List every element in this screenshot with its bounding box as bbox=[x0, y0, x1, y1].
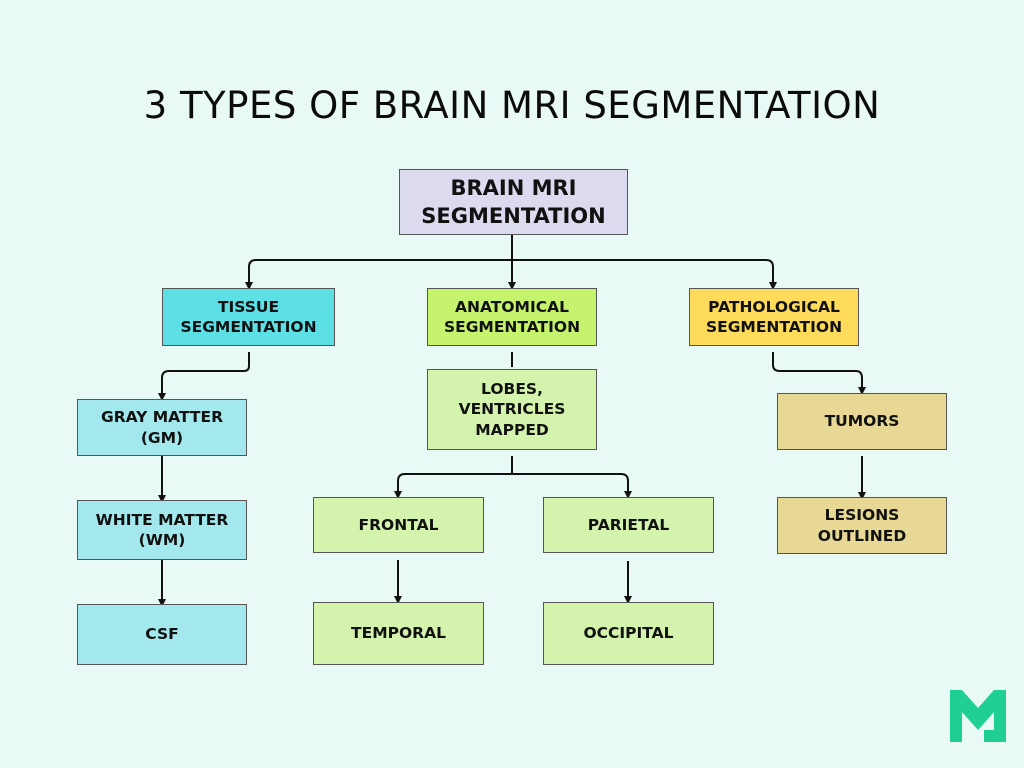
node-label: GRAY MATTER (GM) bbox=[100, 408, 224, 447]
node-label: LESIONS OUTLINED bbox=[817, 506, 907, 545]
node-label: CSF bbox=[145, 625, 179, 644]
node-label: TISSUE SEGMENTATION bbox=[180, 297, 317, 336]
node-anatomical-segmentation: ANATOMICAL SEGMENTATION bbox=[427, 288, 597, 346]
node-tissue-segmentation: TISSUE SEGMENTATION bbox=[162, 288, 335, 346]
node-white-matter: WHITE MATTER (WM) bbox=[77, 500, 247, 560]
brand-m-logo-icon bbox=[950, 690, 1006, 742]
node-csf: CSF bbox=[77, 604, 247, 665]
node-label: TUMORS bbox=[824, 412, 900, 431]
node-label: LOBES, VENTRICLES MAPPED bbox=[458, 380, 566, 439]
edge-root-pathological bbox=[512, 259, 777, 290]
node-label: FRONTAL bbox=[358, 515, 439, 534]
edge-pathological-tumors bbox=[772, 352, 866, 395]
node-label: BRAIN MRI SEGMENTATION bbox=[421, 175, 606, 228]
node-lobes-ventricles-mapped: LOBES, VENTRICLES MAPPED bbox=[427, 369, 597, 450]
node-temporal: TEMPORAL bbox=[313, 602, 484, 665]
edge-lobes-parietal bbox=[512, 473, 632, 499]
node-lesions-outlined: LESIONS OUTLINED bbox=[777, 497, 947, 554]
node-pathological-segmentation: PATHOLOGICAL SEGMENTATION bbox=[689, 288, 859, 346]
node-label: OCCIPITAL bbox=[583, 624, 674, 643]
page-title: 3 TYPES OF BRAIN MRI SEGMENTATION bbox=[143, 84, 881, 127]
node-tumors: TUMORS bbox=[777, 393, 947, 450]
node-label: ANATOMICAL SEGMENTATION bbox=[443, 297, 581, 336]
node-label: TEMPORAL bbox=[351, 624, 446, 643]
node-brain-mri-segmentation: BRAIN MRI SEGMENTATION bbox=[399, 169, 628, 235]
node-frontal: FRONTAL bbox=[313, 497, 484, 553]
node-parietal: PARIETAL bbox=[543, 497, 714, 553]
edge-tissue-gray-matter bbox=[158, 352, 250, 401]
node-label: PATHOLOGICAL SEGMENTATION bbox=[705, 297, 843, 336]
node-label: WHITE MATTER (WM) bbox=[95, 510, 229, 549]
edge-root-tissue bbox=[245, 259, 512, 290]
node-gray-matter: GRAY MATTER (GM) bbox=[77, 399, 247, 456]
edge-lobes-frontal bbox=[394, 456, 513, 499]
node-label: PARIETAL bbox=[587, 515, 670, 534]
node-occipital: OCCIPITAL bbox=[543, 602, 714, 665]
